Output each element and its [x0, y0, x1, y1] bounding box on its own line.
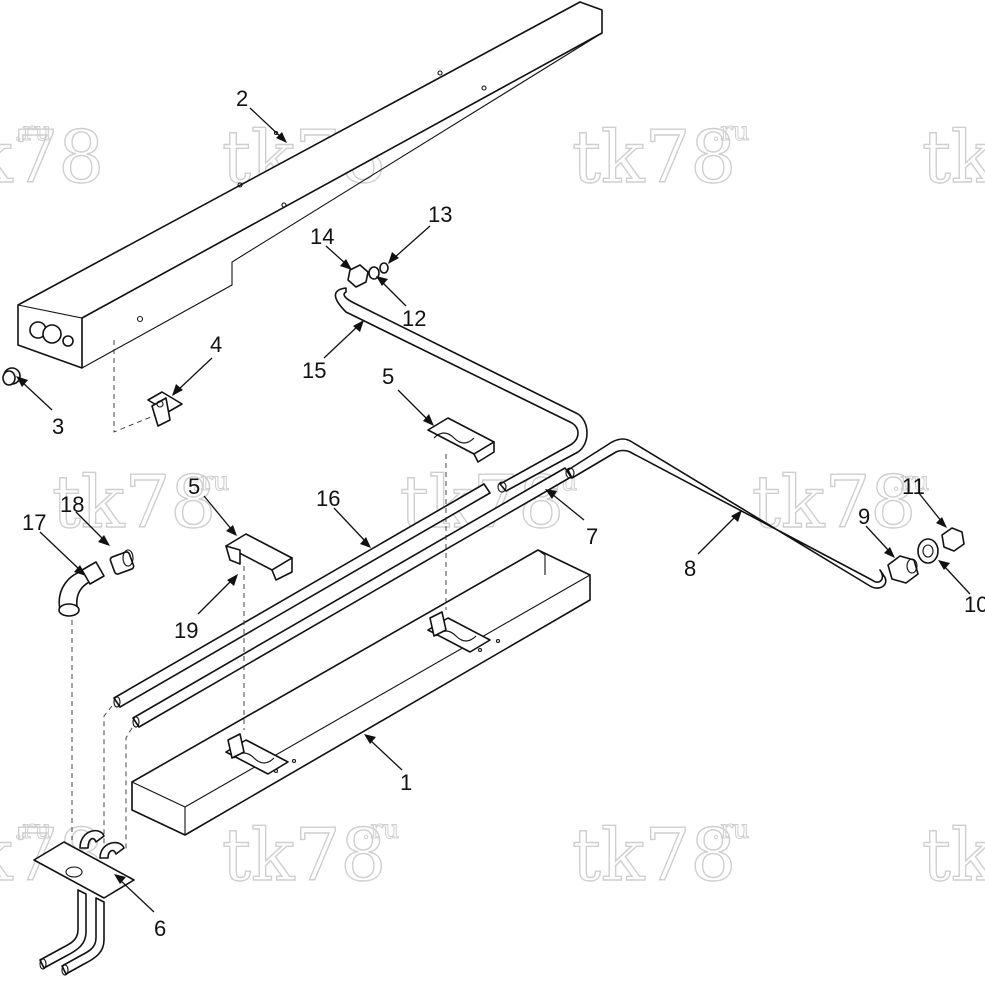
dash-rod2-to-manifold [125, 727, 133, 850]
callout-13: 13 [428, 202, 452, 227]
callout-2: 2 [236, 86, 248, 111]
watermark-r1-c0: tk78.ru [0, 114, 105, 199]
part-1-channel [131, 549, 591, 836]
dash-beam-to-clip [113, 340, 169, 433]
callout-7: 7 [586, 524, 598, 549]
callout-9: 9 [858, 504, 870, 529]
svg-text:.ru: .ru [892, 467, 929, 497]
svg-text:tk78: tk78 [52, 460, 216, 544]
svg-text:.ru: .ru [712, 117, 749, 147]
callout-17: 17 [22, 510, 46, 535]
watermark-r1-c3: tk78 [921, 114, 985, 199]
svg-text:.ru: .ru [192, 467, 229, 497]
part-4-clip [147, 391, 183, 427]
watermark-r3-c3: tk78 [921, 812, 985, 897]
channel-clamp-left [225, 733, 289, 775]
callout-5b: 5 [188, 474, 200, 499]
callout-15: 15 [302, 358, 326, 383]
part-11-nut [941, 527, 965, 552]
watermark-r3-c2: tk78.ru [571, 812, 750, 897]
svg-text:.ru: .ru [14, 815, 51, 845]
channel-clamp-right [427, 611, 491, 653]
callout-6: 6 [154, 916, 166, 941]
part-6-manifold [33, 829, 135, 976]
part-2-beam [17, 1, 603, 369]
svg-text:tk78: tk78 [572, 115, 736, 199]
part-12-ring [368, 266, 380, 280]
callout-14: 14 [310, 224, 334, 249]
svg-text:.ru: .ru [362, 815, 399, 845]
watermark-r1-c2: tk78.ru [571, 114, 750, 199]
part-5-bracket-lower [225, 533, 293, 581]
part-3-plug [2, 367, 21, 386]
callout-10: 10 [964, 592, 985, 617]
watermark-r2-c2: tk78.ru [399, 459, 578, 544]
svg-text:.ru: .ru [14, 117, 51, 147]
part-15-pipe [334, 287, 588, 493]
callout-leaders [16, 107, 971, 913]
svg-text:tk78: tk78 [922, 813, 985, 897]
watermark-r2-c1: tk78.ru [51, 459, 230, 544]
part-5-clamp-upper [427, 417, 495, 463]
part-10-washer [917, 538, 939, 564]
part-17-elbow [58, 561, 105, 617]
callout-4: 4 [210, 332, 222, 357]
callout-18: 18 [60, 492, 84, 517]
svg-text:tk78: tk78 [0, 115, 104, 199]
svg-text:tk78: tk78 [922, 115, 985, 199]
callout-11: 11 [902, 474, 925, 499]
callout-labels: 1 2 3 4 5 5 6 7 8 9 10 11 12 13 14 15 16… [22, 86, 985, 941]
callout-12: 12 [402, 306, 426, 331]
callout-1: 1 [400, 770, 412, 795]
part-13-washer [379, 262, 389, 274]
svg-text:.ru: .ru [712, 815, 749, 845]
callout-8: 8 [684, 556, 696, 581]
callout-3: 3 [52, 414, 64, 439]
callout-5a: 5 [382, 364, 394, 389]
watermark-r3-c1: tk78.ru [221, 812, 400, 897]
part-9-nut [887, 555, 919, 584]
svg-text:tk78: tk78 [222, 813, 386, 897]
callout-19: 19 [174, 618, 198, 643]
callout-16: 16 [316, 486, 340, 511]
part-8-pipe [565, 438, 887, 589]
part-14-nut [347, 264, 369, 288]
watermarks: tk78.ru tk78.ru tk78.ru tk78 tk78.ru tk7… [0, 114, 985, 897]
svg-text:tk78: tk78 [572, 813, 736, 897]
dash-rod1-to-manifold [103, 705, 113, 850]
part-18-connector [109, 549, 135, 575]
